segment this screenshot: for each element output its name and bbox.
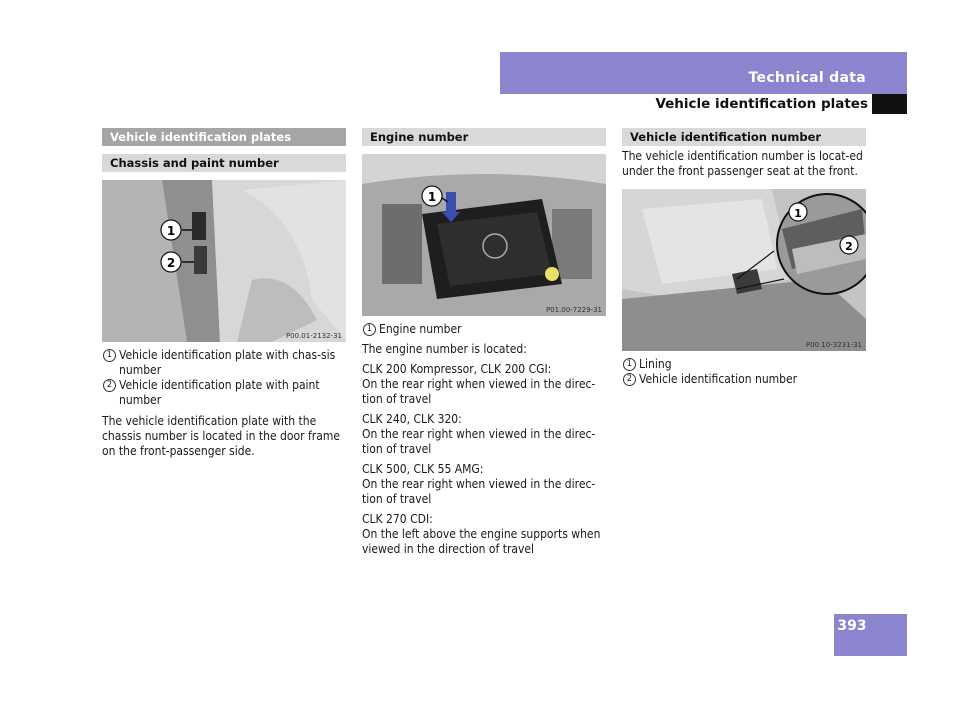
body-text: The vehicle identification plate with th… [102,414,340,458]
svg-text:1: 1 [794,207,802,220]
section-title: Technical data [748,70,866,86]
header-band [500,52,907,94]
section-bar: Engine number [362,128,606,146]
entry-location: On the rear right when viewed in the dir… [362,477,596,506]
subsection-bar: Chassis and paint number [102,154,346,172]
section-bar: Vehicle identification plates [102,128,346,146]
seat-photo: 1 2 P00.10-3231-31 [622,189,866,351]
column-vin: Vehicle identification number The vehicl… [622,128,866,387]
entry-model: CLK 270 CDI: [362,512,433,526]
page-number: 393 [837,618,867,634]
svg-text:1: 1 [167,224,175,238]
entry-model: CLK 500, CLK 55 AMG: [362,462,484,476]
figure-code: P01.00-7229-31 [545,306,602,314]
column-chassis: Vehicle identification plates Chassis an… [102,128,346,459]
svg-text:2: 2 [167,256,175,270]
intro-text: The engine number is located: [362,342,527,356]
engine-photo: 1 P01.00-7229-31 [362,154,606,316]
figure-code: P00.10-3231-31 [805,341,862,349]
svg-text:2: 2 [845,240,853,253]
door-frame-photo: 1 2 P00.01-2132-31 [102,180,346,342]
entry-model: CLK 200 Kompressor, CLK 200 CGI: [362,362,552,376]
figure-code: P00.01-2132-31 [285,332,342,340]
entry-location: On the rear right when viewed in the dir… [362,427,596,456]
entry-model: CLK 240, CLK 320: [362,412,462,426]
body-text: The vehicle identification number is loc… [622,149,863,178]
section-bar: Vehicle identification number [622,128,866,146]
page-number-box [834,614,907,656]
entry-location: On the left above the engine supports wh… [362,527,601,556]
entry-location: On the rear right when viewed in the dir… [362,377,596,406]
svg-text:1: 1 [428,190,436,204]
page-title: Vehicle identification plates [655,96,868,112]
header-marker [872,94,907,114]
